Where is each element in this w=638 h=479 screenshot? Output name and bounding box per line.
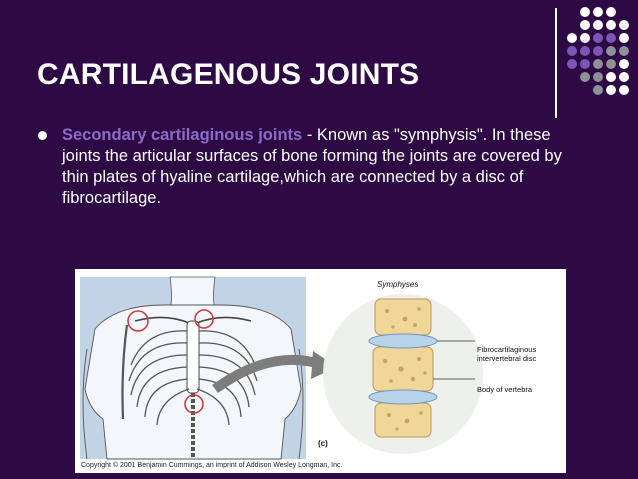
decorative-dot	[593, 33, 603, 43]
bullet-text: Secondary cartilaginous joints - Known a…	[62, 125, 576, 209]
anatomy-illustration	[80, 276, 483, 460]
decorative-dot	[593, 85, 603, 95]
bullet-highlight: Secondary cartilaginous joints	[62, 126, 303, 144]
decorative-dot	[619, 72, 629, 82]
decorative-dot	[619, 20, 629, 30]
decorative-dot	[593, 20, 603, 30]
bullet-item: Secondary cartilaginous joints - Known a…	[36, 125, 576, 209]
bullet-icon	[38, 131, 47, 140]
anatomy-figure: Symphyses Fibrocartilaginous interverteb…	[75, 269, 566, 473]
decorative-dot	[619, 59, 629, 69]
decorative-dot-grid	[567, 7, 633, 107]
label-fibrocartilaginous-disc: Fibrocartilaginous intervertebral disc	[477, 345, 537, 363]
decorative-dot	[606, 7, 616, 17]
decorative-dot	[593, 7, 603, 17]
decorative-dot	[606, 33, 616, 43]
decorative-dot	[593, 46, 603, 56]
figure-title: Symphyses	[377, 280, 419, 289]
decorative-dot	[619, 33, 629, 43]
figure-copyright: Copyright © 2001 Benjamin Cummings, an i…	[81, 462, 343, 469]
decorative-dot	[580, 7, 590, 17]
decorative-dot	[619, 85, 629, 95]
label-body-of-vertebra: Body of vertebra	[477, 385, 533, 394]
slide-title: CARTILAGENOUS JOINTS	[37, 58, 420, 91]
decorative-dot	[619, 46, 629, 56]
decorative-dot	[567, 46, 577, 56]
decorative-divider-line	[555, 8, 557, 118]
decorative-dot	[567, 33, 577, 43]
bullet-body: - Known as "symphysis". In these joints …	[62, 126, 562, 207]
decorative-dot	[593, 59, 603, 69]
decorative-dot	[567, 59, 577, 69]
decorative-dot	[580, 46, 590, 56]
decorative-dot	[606, 20, 616, 30]
decorative-dot	[606, 46, 616, 56]
decorative-dot	[580, 59, 590, 69]
decorative-dot	[606, 72, 616, 82]
decorative-dot	[606, 85, 616, 95]
decorative-dot	[580, 72, 590, 82]
decorative-dot	[580, 20, 590, 30]
decorative-dot	[580, 33, 590, 43]
figure-panel-label: (c)	[318, 439, 328, 448]
decorative-dot	[593, 72, 603, 82]
decorative-dot	[606, 59, 616, 69]
